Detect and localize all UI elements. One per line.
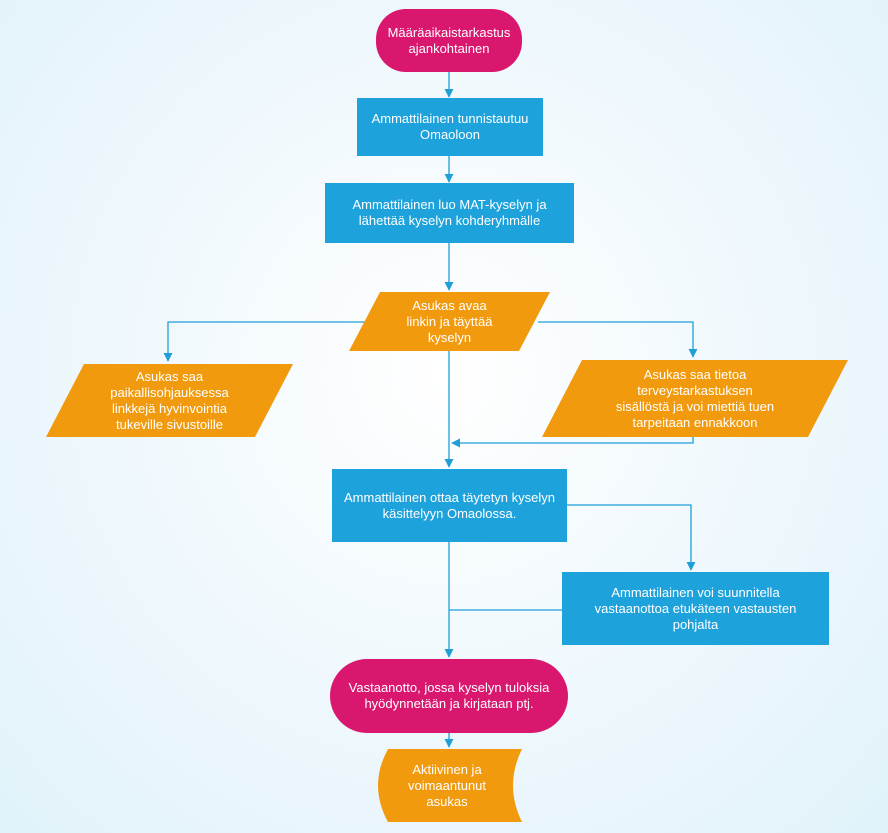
appointment-label: Vastaanotto, jossa kyselyn tuloksia hyöd… bbox=[348, 680, 550, 711]
parallelogram-shape bbox=[46, 364, 293, 437]
appointment-terminal: Vastaanotto, jossa kyselyn tuloksia hyöd… bbox=[330, 659, 568, 733]
checkup-info-input: Asukas saa tietoa terveystarkastuksen si… bbox=[542, 360, 848, 437]
start-terminal: Määräaikaistarkastus ajankohtainen bbox=[376, 9, 522, 72]
outcome-terminal: Aktiivinen ja voimaantunut asukas bbox=[372, 749, 522, 822]
process-survey-process: Ammattilainen ottaa täytetyn kyselyn käs… bbox=[332, 469, 567, 542]
plan-visit-label: Ammattilainen voi suunnitella vastaanott… bbox=[594, 584, 797, 632]
create-survey-process: Ammattilainen luo MAT-kyselyn ja lähettä… bbox=[325, 183, 574, 243]
process-survey-label: Ammattilainen ottaa täytetyn kyselyn käs… bbox=[344, 489, 555, 521]
connector-process-plan bbox=[567, 504, 696, 571]
open-link-input: Asukas avaa linkin ja täyttää kyselyn bbox=[349, 292, 550, 351]
login-label: Ammattilainen tunnistautuu Omaoloon bbox=[371, 111, 529, 142]
start-label: Määräaikaistarkastus ajankohtainen bbox=[387, 24, 511, 56]
parallelogram-shape bbox=[542, 360, 848, 437]
login-process: Ammattilainen tunnistautuu Omaoloon bbox=[357, 98, 543, 156]
connector-checkup-merge bbox=[451, 437, 694, 448]
links-info-label: Asukas saa paikallisohjauksessa linkkejä… bbox=[110, 368, 229, 432]
open-link-label: Asukas avaa linkin ja täyttää kyselyn bbox=[406, 297, 493, 345]
plan-visit-process: Ammattilainen voi suunnitella vastaanott… bbox=[562, 572, 829, 645]
connector-open-checkup bbox=[538, 321, 698, 358]
outcome-label: Aktiivinen ja voimaantunut asukas bbox=[407, 761, 487, 809]
parallelogram-shape bbox=[349, 292, 550, 351]
links-info-input: Asukas saa paikallisohjauksessa linkkejä… bbox=[46, 364, 293, 437]
create-survey-label: Ammattilainen luo MAT-kyselyn ja lähettä… bbox=[352, 197, 547, 228]
checkup-info-label: Asukas saa tietoa terveystarkastuksen si… bbox=[615, 366, 775, 430]
stored-data-shape bbox=[378, 749, 522, 822]
connector-open-links bbox=[163, 321, 367, 362]
